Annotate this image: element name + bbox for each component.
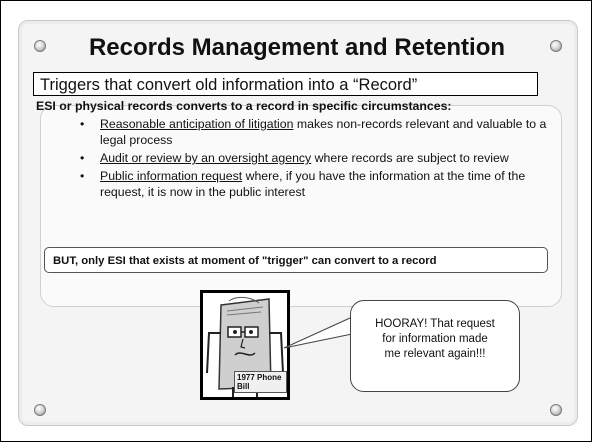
bill-label: 1977 Phone Bill [234, 371, 287, 393]
bullet-item: • Reasonable anticipation of litigation … [72, 116, 552, 148]
pin-top-right-icon [550, 40, 562, 52]
pin-bottom-right-icon [550, 404, 562, 416]
bullet-dot-icon: • [80, 117, 85, 131]
bullet-underlined-text: Audit or review by an oversight agency [100, 151, 312, 165]
slide-subtitle: Triggers that convert old information in… [33, 72, 538, 96]
trigger-note: BUT, only ESI that exists at moment of "… [44, 247, 548, 273]
speech-bubble: HOORAY! That request for information mad… [350, 300, 520, 392]
speech-line: for information made [382, 333, 488, 345]
content-panel [40, 105, 562, 307]
bullet-underlined-text: Reasonable anticipation of litigation [100, 117, 294, 131]
bullet-text: where records are subject to review [311, 151, 509, 165]
bullet-list: • Reasonable anticipation of litigation … [72, 116, 552, 202]
bullet-item: • Audit or review by an oversight agency… [72, 150, 552, 166]
lead-text: ESI or physical records converts to a re… [36, 99, 452, 113]
bullet-underlined-text: Public information request [100, 169, 243, 183]
bullet-dot-icon: • [80, 151, 85, 165]
pin-top-left-icon [34, 40, 46, 52]
speech-line: HOORAY! That request [375, 318, 495, 330]
phone-bill-cartoon-icon: 1977 Phone Bill [200, 290, 290, 400]
bullet-dot-icon: • [80, 169, 85, 183]
bullet-text: makes non-records relevant and valuable … [100, 117, 547, 147]
speech-line: me relevant again!!! [384, 348, 486, 360]
slide-title: Records Management and Retention [88, 34, 506, 61]
bullet-item: • Public information request where, if y… [72, 168, 552, 200]
pin-bottom-left-icon [34, 404, 46, 416]
bullet-text: where, if you have the information at th… [100, 169, 526, 199]
